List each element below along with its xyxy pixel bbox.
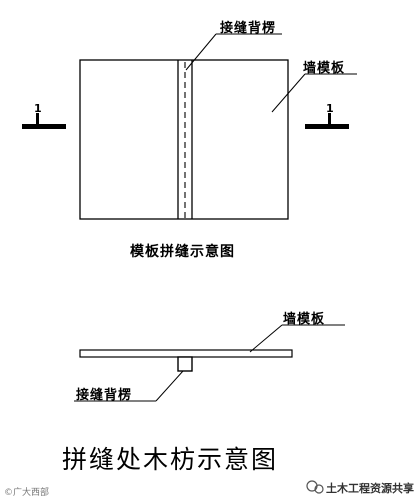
wall-formwork-label: 墙模板 [303, 61, 346, 76]
section-panel-board [79, 349, 293, 358]
section-backing-label: 接缝背楞 [76, 388, 133, 403]
section-marker-right-bar [305, 124, 349, 129]
section-panel-leader [249, 324, 283, 353]
section-marker-left-tick [36, 113, 39, 126]
section-backing-leader [155, 370, 184, 402]
section-backing-block [177, 356, 193, 372]
watermark-right: 土木工程资源共享 [326, 482, 414, 495]
formwork-panel-outline [79, 59, 289, 220]
section-marker-right-number: 1 [326, 102, 335, 115]
wechat-logo-icon-inner [314, 484, 324, 494]
top-view-caption: 模板拼缝示意图 [130, 244, 235, 260]
section-wall-formwork-label: 墙模板 [283, 312, 326, 327]
section-marker-left-bar [22, 124, 66, 129]
panel-label-leader [271, 73, 306, 113]
section-marker-left-number: 1 [34, 102, 43, 115]
section-marker-right-tick [328, 113, 331, 126]
section-view-caption: 拼缝处木枋示意图 [62, 445, 279, 474]
seam-backing-label: 接缝背楞 [220, 21, 277, 36]
watermark-left: ©广大西部 [4, 488, 50, 498]
seam-label-leader [185, 33, 217, 71]
